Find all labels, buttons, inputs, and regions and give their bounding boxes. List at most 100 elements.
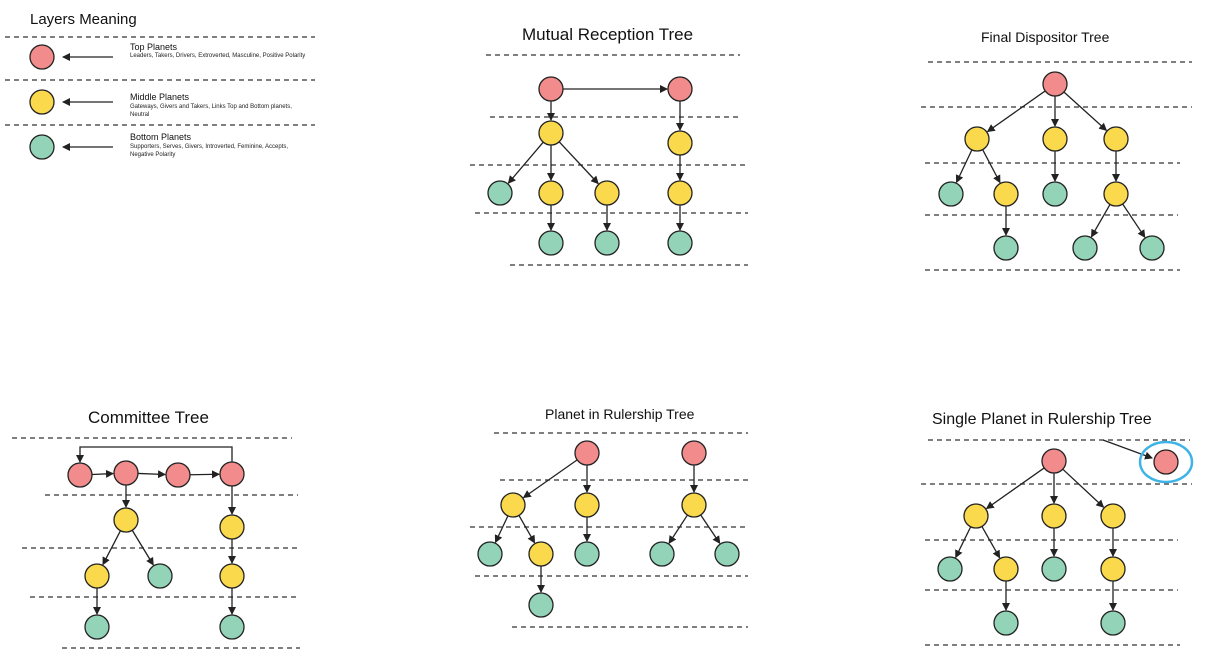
- bottom-planet-node: [938, 181, 964, 207]
- bottom-planet-node: [538, 230, 564, 256]
- edge-arrow: [986, 90, 1046, 133]
- top-planet-node: [1153, 449, 1179, 475]
- legend-middle-name: Middle Planets: [130, 92, 190, 102]
- middle-planet-node: [993, 556, 1019, 582]
- legend: Layers Meaning Top Planets Leaders, Take…: [0, 0, 320, 175]
- bottom-planet-node: [714, 541, 740, 567]
- bottom-planet-node: [594, 230, 620, 256]
- legend-middle-desc: Gateways, Givers and Takers, Links Top a…: [130, 104, 292, 118]
- bottom-planet-node: [649, 541, 675, 567]
- edge-arrow: [518, 515, 536, 544]
- middle-planet-node: [964, 126, 990, 152]
- legend-top-desc: Leaders, Takers, Drivers, Extroverted, M…: [130, 53, 306, 59]
- nodes: [29, 44, 1194, 640]
- top-planet-node: [574, 440, 600, 466]
- top-planet-node: [1042, 71, 1068, 97]
- middle-planet-node: [528, 541, 554, 567]
- edge-arrow: [985, 467, 1045, 510]
- top-planet-node: [681, 440, 707, 466]
- edge-arrow: [102, 530, 122, 566]
- bottom-planet-node: [477, 541, 503, 567]
- middle-planet-node: [113, 507, 139, 533]
- bottom-planet-node: [528, 592, 554, 618]
- legend-bottom-desc: Supporters, Serves, Givers, Introverted,…: [130, 144, 289, 158]
- bottom-planet-node: [1042, 181, 1068, 207]
- edge-arrow: [522, 459, 578, 499]
- bottom-planet-node: [667, 230, 693, 256]
- top-planet-node: [113, 460, 139, 486]
- edge-arrow: [507, 141, 544, 184]
- top-planet-node: [29, 44, 55, 70]
- edge-arrow: [137, 470, 167, 479]
- middle-planet-node: [219, 514, 245, 540]
- edge-arrow: [1122, 203, 1146, 239]
- top-planet-node: [1041, 448, 1067, 474]
- bottom-planet-node: [937, 556, 963, 582]
- final-dispositor-title: Final Dispositor Tree: [981, 29, 1110, 45]
- middle-planet-node: [594, 180, 620, 206]
- edge-arrow: [955, 149, 973, 184]
- middle-planet-node: [219, 563, 245, 589]
- edge-arrow: [1063, 91, 1108, 131]
- top-planet-node: [67, 462, 93, 488]
- middle-planet-node: [963, 503, 989, 529]
- mutual-reception-title: Mutual Reception Tree: [522, 25, 694, 44]
- edge-arrow: [1090, 204, 1111, 238]
- middle-planet-node: [538, 180, 564, 206]
- bottom-planet-node: [487, 180, 513, 206]
- single-planet-title: Single Planet in Rulership Tree: [932, 411, 1152, 428]
- middle-planet-node: [1100, 503, 1126, 529]
- middle-planet-node: [1042, 126, 1068, 152]
- bottom-planet-node: [84, 614, 110, 640]
- middle-planet-node: [84, 563, 110, 589]
- bottom-planet-node: [993, 235, 1019, 261]
- legend-title: Layers Meaning: [30, 11, 137, 28]
- bottom-planet-node: [993, 610, 1019, 636]
- committee-title: Committee Tree: [88, 408, 209, 427]
- middle-planet-node: [574, 492, 600, 518]
- middle-planet-node: [538, 120, 564, 146]
- middle-planet-node: [667, 180, 693, 206]
- bottom-planet-node: [1139, 235, 1165, 261]
- middle-planet-node: [667, 130, 693, 156]
- edge-arrow: [131, 529, 154, 566]
- bottom-planet-node: [147, 563, 173, 589]
- bottom-planet-node: [219, 614, 245, 640]
- edge-arrow: [982, 149, 1001, 184]
- dashed-layer-lines: [5, 36, 1192, 649]
- legend-top-name: Top Planets: [130, 42, 178, 52]
- edge-arrow: [700, 514, 721, 545]
- bottom-planet-node: [1100, 610, 1126, 636]
- edge-arrow: [1062, 468, 1105, 508]
- legend-bottom-name: Bottom Planets: [130, 132, 192, 142]
- edge-arrow: [668, 514, 688, 544]
- planet-in-rulership-title: Planet in Rulership Tree: [545, 406, 695, 422]
- middle-planet-node: [1103, 181, 1129, 207]
- bottom-planet-node: [574, 541, 600, 567]
- edge-arrow: [955, 526, 972, 559]
- top-planet-node: [538, 76, 564, 102]
- middle-planet-node: [29, 89, 55, 115]
- top-planet-node: [667, 76, 693, 102]
- edges: [62, 53, 1153, 615]
- bottom-planet-node: [29, 134, 55, 160]
- middle-planet-node: [500, 492, 526, 518]
- middle-planet-node: [993, 181, 1019, 207]
- edge-arrow: [76, 446, 233, 463]
- middle-planet-node: [1103, 126, 1129, 152]
- edge-arrow: [981, 526, 1001, 559]
- bottom-planet-node: [1072, 235, 1098, 261]
- edge-arrow: [494, 515, 509, 544]
- top-planet-node: [165, 462, 191, 488]
- middle-planet-node: [681, 492, 707, 518]
- middle-planet-node: [1041, 503, 1067, 529]
- edge-arrow: [1102, 439, 1153, 460]
- edge-arrow: [558, 141, 599, 185]
- top-planet-node: [219, 461, 245, 487]
- middle-planet-node: [1100, 556, 1126, 582]
- edge-arrow: [91, 469, 115, 478]
- highlight-circle: [1138, 440, 1194, 484]
- edge-arrow: [189, 470, 221, 479]
- bottom-planet-node: [1041, 556, 1067, 582]
